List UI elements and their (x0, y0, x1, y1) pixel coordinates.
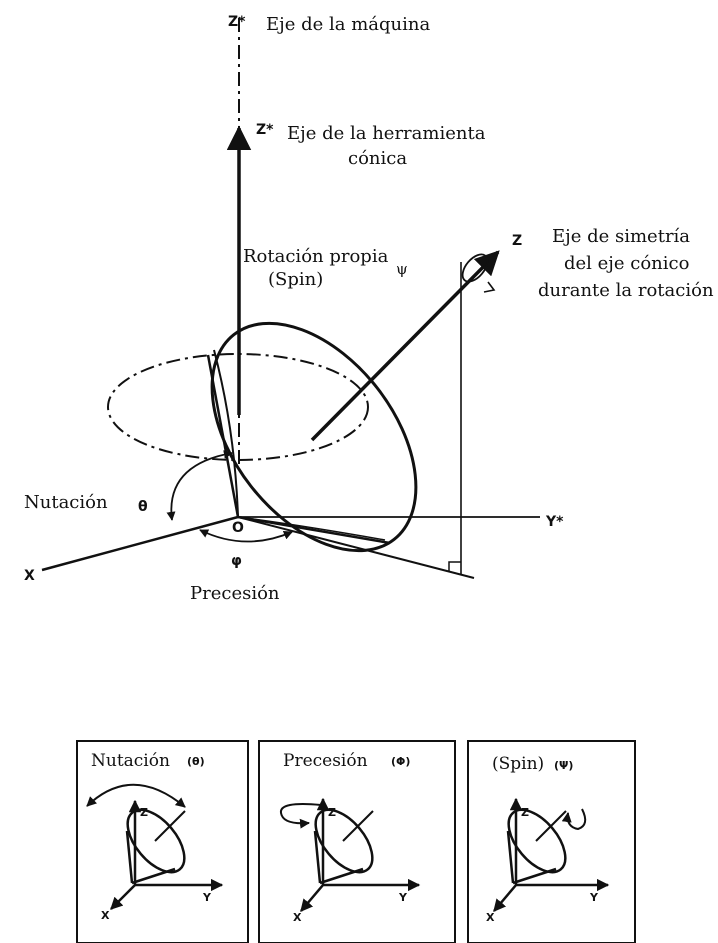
cone-generatrix-right (237, 515, 391, 545)
panel-cone-bottom (319, 867, 364, 885)
panel-symbol: (Φ) (391, 755, 410, 768)
panel-frame (467, 740, 636, 943)
panel-symmetry-axis (535, 810, 567, 842)
panel-cone-side (125, 830, 134, 884)
psi-label: ψ (396, 260, 408, 278)
z-machine-label: Z* (228, 14, 246, 30)
panel-symmetry-axis (154, 810, 186, 842)
panel-precession: Precesión (Φ) Z Y X (258, 740, 456, 943)
panel-cone-ellipse (507, 808, 567, 874)
panel-y-label: Y (202, 891, 212, 904)
panel-symmetry-axis (342, 810, 374, 842)
panel-frame (258, 740, 456, 943)
panel-nutation-arrow (86, 783, 186, 808)
origin-label: O (232, 520, 244, 536)
precession-arc (199, 529, 293, 543)
panel-x-axis (493, 884, 517, 912)
spin-rotation-ring (461, 253, 489, 283)
tool-axis-label-line1: Eje de la herramienta (287, 123, 486, 144)
x-axis-label: X (24, 568, 35, 584)
panel-x-label: X (486, 911, 495, 924)
panel-cone-ellipse (126, 808, 186, 874)
machine-axis-label: Eje de la máquina (266, 14, 430, 35)
symmetry-axis-arrow (310, 250, 500, 442)
panel-z-label: Z (328, 806, 336, 819)
panel-cone-bottom (131, 867, 176, 885)
panel-x-axis (300, 884, 324, 912)
panel-nutation: Nutación (θ) Z Y X (76, 740, 249, 943)
panel-title: Precesión (283, 751, 368, 771)
theta-label: θ (138, 499, 148, 515)
right-angle-mark (448, 561, 461, 572)
precession-label: Precesión (190, 583, 280, 604)
y-axis-label: Y* (545, 514, 564, 530)
phi-label: φ (231, 553, 242, 569)
nutation-label: Nutación (24, 492, 108, 513)
precession-ellipse (107, 353, 369, 461)
panel-title: (Spin) (492, 754, 544, 774)
panel-symbol: (θ) (187, 755, 205, 768)
symmetry-label-line1: Eje de simetría (552, 226, 690, 247)
panel-frame (76, 740, 249, 943)
symmetry-label-line3: durante la rotación (538, 280, 714, 301)
spin-label-line1: Rotación propia (243, 246, 389, 267)
z-tool-label: Z* (256, 122, 274, 138)
panel-z-label: Z (140, 806, 148, 819)
x-axis-line (41, 515, 239, 572)
panel-y-label: Y (398, 891, 408, 904)
panel-cone-side (506, 830, 515, 884)
cone-generatrix-left (206, 354, 240, 518)
panel-cone-bottom (512, 867, 557, 885)
panel-spin-arrow (561, 808, 587, 831)
spin-label-line2: (Spin) (268, 269, 323, 290)
panel-precession-arrow (279, 803, 322, 829)
panel-x-axis (110, 884, 136, 910)
ground-trace-line (237, 516, 475, 579)
nutation-arc (166, 450, 233, 521)
panel-cone-ellipse (314, 808, 374, 874)
panel-cone-side (313, 830, 322, 884)
cone-base-ellipse (210, 321, 418, 553)
spin-rotation-arrowhead (483, 281, 496, 293)
cone-inner-curve (237, 516, 386, 541)
main-diagram (41, 18, 540, 579)
panel-x-label: X (293, 911, 302, 924)
tool-axis-label-line2: cónica (348, 148, 407, 169)
panel-z-label: Z (521, 806, 529, 819)
cone-edge-curve (213, 349, 239, 518)
panel-x-label: X (101, 909, 110, 922)
symmetry-label-line2: del eje cónico (564, 253, 689, 274)
z-symmetry-label: Z (512, 233, 522, 249)
panel-spin: (Spin) (Ψ) Z Y X (467, 740, 636, 943)
panel-title: Nutación (91, 751, 170, 771)
panel-symbol: (Ψ) (554, 759, 573, 772)
panel-y-label: Y (589, 891, 599, 904)
